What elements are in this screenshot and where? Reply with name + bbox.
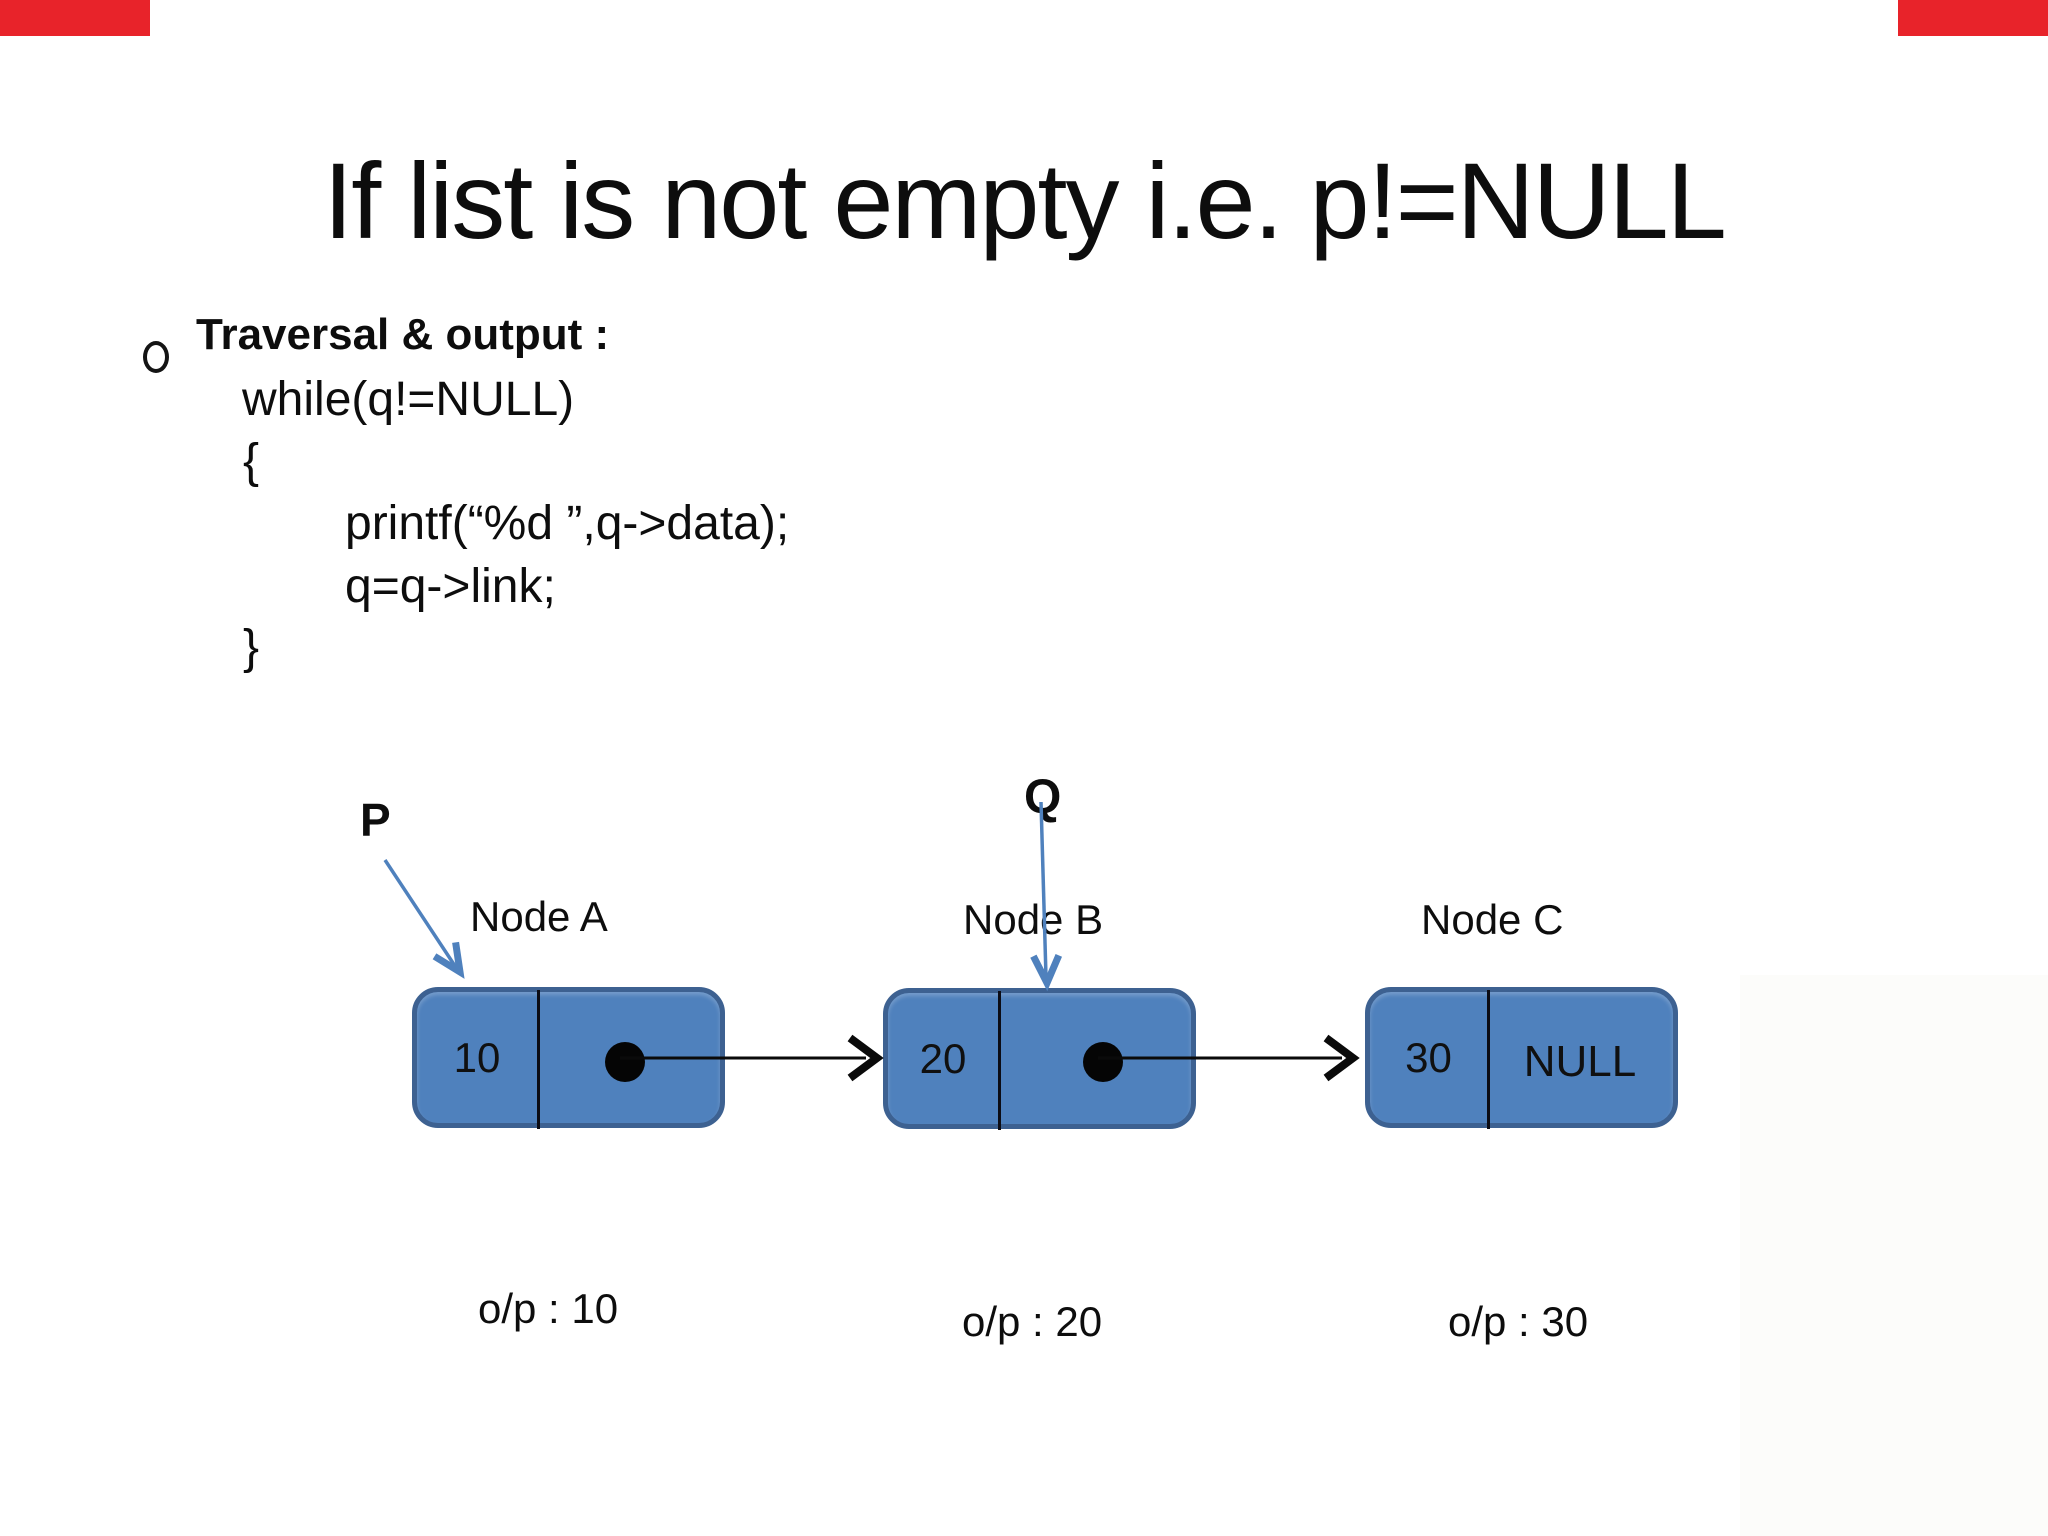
node-a-title: Node A <box>470 893 608 940</box>
bullet-circle-icon <box>143 341 169 373</box>
q-pointer-arrow <box>1030 801 1063 992</box>
output-node-b: o/p : 20 <box>962 1298 1103 1345</box>
background-band <box>1740 975 2048 1536</box>
top-left-red-bar <box>0 0 150 36</box>
node-b-title: Node B <box>963 896 1104 943</box>
node-a-link-dot-icon <box>605 1042 645 1082</box>
code-line-printf: printf(“%d ”,q->data); <box>345 497 790 550</box>
code-line-close-brace: } <box>243 621 260 674</box>
node-b-divider <box>998 991 1001 1130</box>
pointer-label-p: P <box>360 794 391 846</box>
code-line-while: while(q!=NULL) <box>242 373 575 426</box>
top-right-red-bar <box>1898 0 2048 36</box>
code-line-open-brace: { <box>243 435 260 488</box>
bullet-heading: Traversal & output : <box>196 310 610 359</box>
node-c-null-cell: NULL <box>1523 1036 1637 1086</box>
node-c-box: 30 NULL <box>1365 987 1678 1129</box>
p-pointer-arrow <box>383 859 465 979</box>
node-a-box: 10 <box>412 987 725 1129</box>
node-c-title: Node C <box>1421 896 1564 943</box>
output-node-a: o/p : 10 <box>478 1285 619 1332</box>
node-c-divider <box>1487 990 1490 1129</box>
pointer-label-q: Q <box>1024 771 1062 824</box>
node-b-link-dot-icon <box>1083 1042 1123 1082</box>
node-c-data-cell: 30 <box>1405 1033 1452 1081</box>
node-a-divider <box>537 990 540 1129</box>
node-b-data-cell: 20 <box>919 1034 967 1082</box>
slide-title: If list is not empty i.e. p!=NULL <box>323 140 1727 261</box>
code-line-advance: q=q->link; <box>345 560 556 613</box>
output-node-c: o/p : 30 <box>1448 1298 1589 1345</box>
node-b-box: 20 <box>883 988 1196 1130</box>
node-a-data-cell: 10 <box>453 1033 501 1081</box>
